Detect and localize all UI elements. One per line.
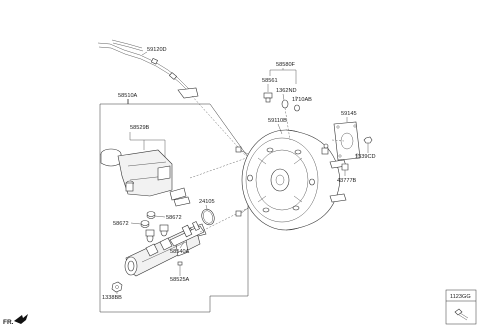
grommet-1362ND bbox=[281, 99, 289, 109]
front-direction-arrow bbox=[14, 314, 28, 324]
gasket-59145 bbox=[333, 121, 361, 161]
label-59145: 59145 bbox=[341, 111, 357, 117]
label-58529B: 58529B bbox=[130, 125, 150, 131]
label-24105: 24105 bbox=[199, 199, 215, 205]
reservoir-clip bbox=[169, 187, 191, 207]
label-59120D: 59120D bbox=[147, 47, 167, 53]
label-58510A: 58510A bbox=[118, 93, 138, 99]
grommet-58672-a bbox=[146, 211, 156, 219]
label-58525A: 58525A bbox=[170, 277, 190, 283]
nut-1338BB bbox=[111, 281, 123, 293]
label-1338BB: 1338BB bbox=[102, 295, 122, 301]
clip-1710AB bbox=[294, 104, 300, 112]
label-59110B: 59110B bbox=[268, 118, 287, 124]
fr-label: FR. bbox=[3, 319, 14, 326]
label-43777B: 43777B bbox=[337, 178, 357, 184]
screw-58525A bbox=[177, 261, 183, 272]
o-ring-24105 bbox=[201, 208, 215, 226]
clip-43777B bbox=[341, 163, 349, 171]
label-1362ND: 1362ND bbox=[276, 88, 297, 94]
label-58580F: 58580F bbox=[276, 62, 296, 68]
label-1123GG: 1123GG bbox=[450, 294, 471, 300]
label-58672-b: 58672 bbox=[113, 221, 129, 227]
check-valve-58561 bbox=[263, 92, 273, 103]
piston-seal-58540A bbox=[169, 221, 205, 247]
nut-1339CD bbox=[363, 136, 373, 144]
fluid-reservoir bbox=[100, 148, 173, 197]
brake-booster-59110B bbox=[235, 129, 347, 231]
label-1710AB: 1710AB bbox=[292, 97, 312, 103]
bolt-inset-1123GG bbox=[445, 289, 477, 325]
vacuum-hose-59120D bbox=[97, 39, 247, 157]
label-58561: 58561 bbox=[262, 78, 278, 84]
label-1339CD: 1339CD bbox=[355, 154, 376, 160]
label-58540A: 58540A bbox=[170, 249, 190, 255]
grommet-58672-b bbox=[140, 220, 150, 228]
label-58672-a: 58672 bbox=[166, 215, 182, 221]
